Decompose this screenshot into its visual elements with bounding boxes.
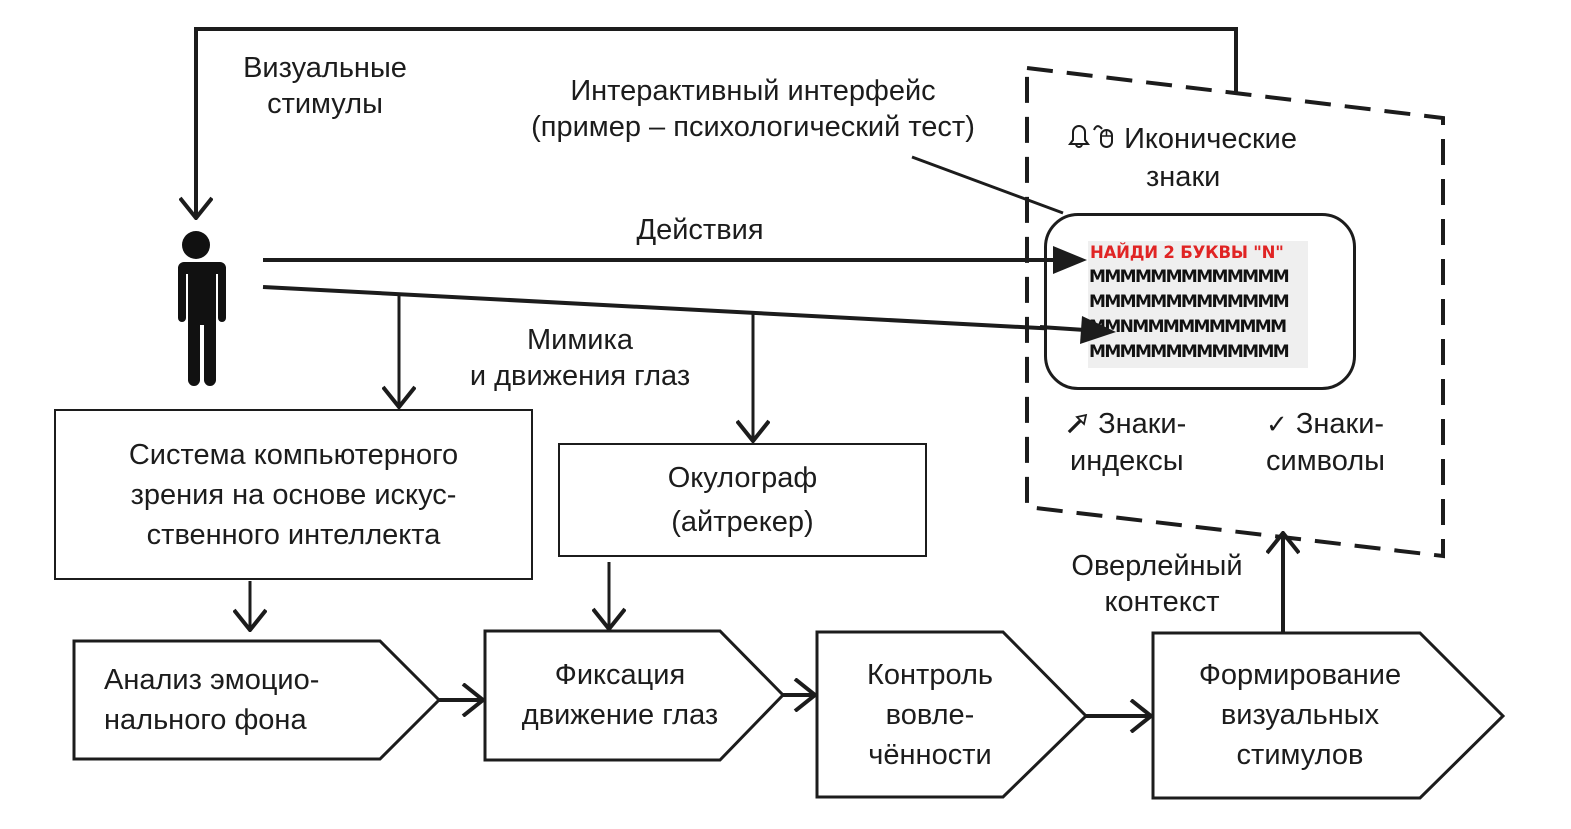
cv-system-text: Система компьютерного зрения на основе и… — [129, 435, 458, 555]
label-line: контекст — [1104, 586, 1220, 618]
index-signs-line-1: Знаки- — [1066, 406, 1216, 443]
process-shape-stimuli — [1151, 631, 1506, 800]
check-icon: ✓ — [1266, 410, 1288, 440]
process-stimuli-text: Формирование визуальных стимулов — [1165, 655, 1435, 775]
process-emotion-text: Анализ эмоцио- нального фона — [104, 660, 364, 740]
process-line: вовле- — [885, 699, 975, 731]
test-row: MMMMMMMMMMMMM — [1089, 292, 1290, 312]
label-line: (пример – психологический тест) — [531, 111, 975, 143]
box-line: Окулограф — [667, 462, 818, 494]
cv-system-box: Система компьютерного зрения на основе и… — [54, 409, 533, 580]
test-row: MMNMMMMMMMMMM — [1089, 317, 1287, 337]
box-line: ственного интеллекта — [146, 518, 441, 551]
process-shape-engagement — [815, 630, 1089, 799]
test-row: MMMMMMMMMMMMM — [1089, 267, 1290, 287]
visual-stimuli-label: Визуальные стимулы — [225, 50, 425, 122]
label-line: и движения глаз — [469, 360, 691, 392]
process-line: Контроль — [867, 659, 993, 691]
eye-tracker-box: Окулограф (айтрекер) — [558, 443, 927, 557]
process-line: движение глаз — [521, 699, 719, 731]
person-icon — [172, 231, 226, 386]
label-line: Оверлейный — [1071, 550, 1243, 582]
psych-test-panel: НАЙДИ 2 БУКВЫ "N" MMMMMMMMMMMMM MMMMMMMM… — [1088, 241, 1308, 368]
symbol-signs-line-1: ✓ Знаки- — [1266, 406, 1416, 443]
mimicry-arrow — [262, 285, 1116, 345]
process-fixation-text: Фиксация движение глаз — [495, 655, 745, 735]
box-line: Система компьютерного — [128, 438, 459, 471]
label-line: Мимика — [527, 324, 633, 356]
process-line: нального фона — [104, 704, 307, 736]
box-line: зрения на основе искус- — [130, 478, 457, 511]
overlay-context-label: Оверлейный контекст — [1052, 548, 1262, 620]
symbol-signs-text: Знаки- — [1295, 408, 1385, 440]
actions-label: Действия — [636, 214, 764, 246]
iconic-signs-text: знаки — [1146, 160, 1221, 193]
label-line: Интерактивный интерфейс — [570, 75, 936, 107]
iconic-signs-label: Иконические знаки — [1066, 121, 1346, 195]
test-row: MMMMMMMMMMMMM — [1089, 342, 1290, 362]
symbol-signs-label: ✓ Знаки- символы — [1266, 406, 1416, 479]
process-line: визуальных — [1220, 699, 1380, 731]
label-line: Визуальные — [243, 52, 407, 84]
test-title: НАЙДИ 2 БУКВЫ "N" — [1090, 243, 1284, 262]
symbol-signs-text: символы — [1266, 445, 1385, 477]
eye-tracker-text: Окулограф (айтрекер) — [668, 456, 818, 544]
label-line: стимулы — [267, 88, 383, 120]
interface-label: Интерактивный интерфейс (пример – психол… — [488, 73, 1018, 145]
interface-leader-line — [911, 155, 1064, 215]
process-line: Формирование — [1198, 659, 1402, 691]
process-line: Анализ эмоцио- — [104, 664, 320, 696]
mimicry-label: Мимика и движения глаз — [440, 322, 720, 394]
process-engagement-text: Контроль вовле- чённости — [830, 655, 1030, 775]
process-line: Фиксация — [554, 659, 686, 691]
visual-stimuli-connector — [196, 27, 1238, 218]
arrow-up-right-icon — [1066, 407, 1090, 443]
sign-area-frame — [1025, 65, 1445, 559]
process-line: чённости — [868, 739, 992, 771]
mouse-icon — [1092, 122, 1116, 159]
process-line: стимулов — [1236, 739, 1364, 771]
process-shape-emotion — [72, 639, 442, 761]
iconic-signs-line-1: Иконические — [1066, 121, 1346, 159]
bell-icon — [1066, 122, 1092, 159]
iconic-signs-text: Иконические — [1124, 123, 1298, 155]
index-signs-label: Знаки- индексы — [1066, 406, 1216, 479]
box-line: (айтрекер) — [671, 506, 814, 538]
process-shape-fixation — [483, 629, 786, 762]
index-signs-text: индексы — [1070, 445, 1184, 478]
index-signs-text: Знаки- — [1098, 408, 1187, 440]
